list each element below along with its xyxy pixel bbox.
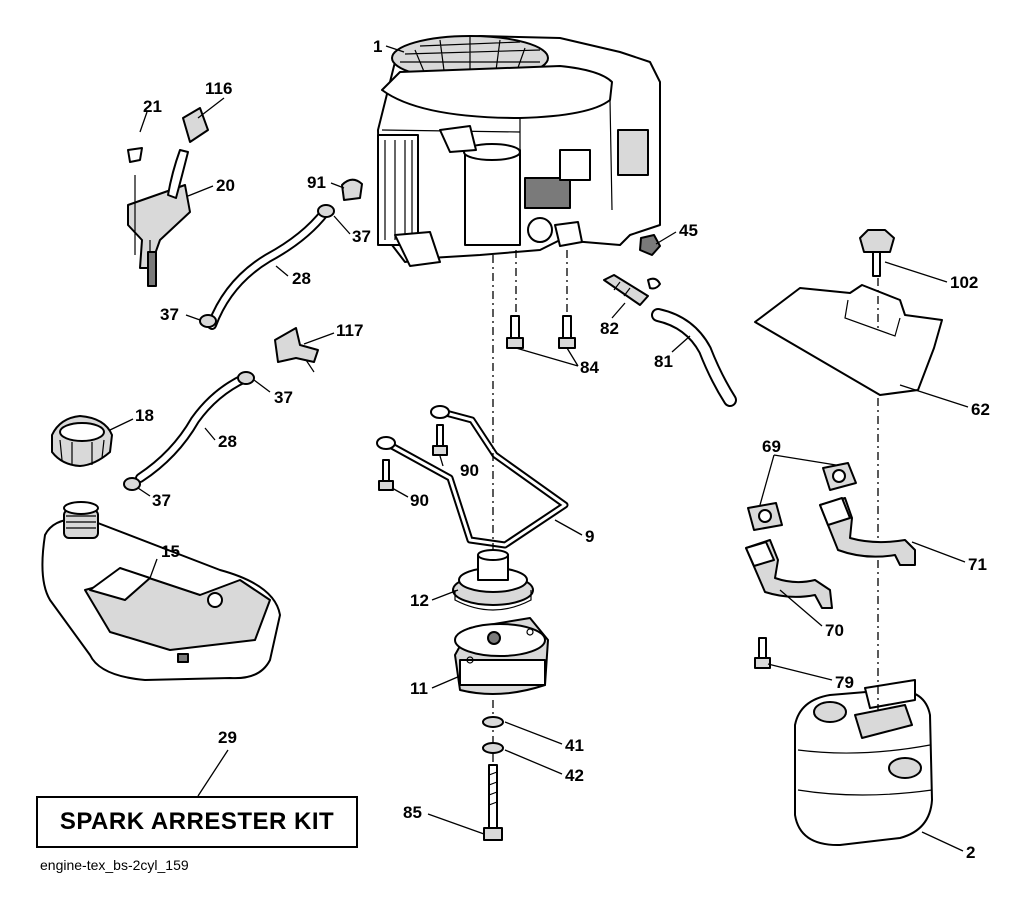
callout-116: 116 [205, 79, 232, 98]
fuel-cap[interactable] [51, 415, 113, 467]
callout-11: 11 [410, 679, 428, 698]
callout-85: 85 [403, 803, 422, 822]
callout-117: 117 [336, 321, 363, 340]
hose-clamp[interactable] [237, 371, 255, 385]
callout-9: 9 [585, 527, 594, 546]
callout-29: 29 [218, 728, 237, 747]
callout-69: 69 [762, 437, 781, 456]
callout-42: 42 [565, 766, 584, 785]
fuel-hose-lower[interactable] [135, 373, 250, 483]
mounting-bolt[interactable] [506, 315, 524, 349]
washer[interactable] [482, 742, 504, 754]
spark-arrester-kit-label: SPARK ARRESTER KIT [59, 808, 335, 835]
callout-82: 82 [600, 319, 619, 338]
electric-clutch[interactable] [454, 617, 549, 695]
callout-90-upper: 90 [460, 461, 479, 480]
callout-15: 15 [161, 542, 180, 561]
exhaust-pipe-left[interactable] [745, 539, 833, 609]
fuel-shutoff-valve[interactable] [274, 327, 319, 373]
callout-21: 21 [143, 97, 162, 116]
throttle-control[interactable] [127, 107, 209, 287]
fuel-fitting[interactable] [341, 178, 363, 201]
callout-labels: 1 116 21 20 91 37 28 37 117 37 18 28 37 … [135, 37, 990, 862]
callout-90-lower: 90 [410, 491, 429, 510]
callout-28-lower: 28 [218, 432, 237, 451]
fuel-hose-upper[interactable] [207, 207, 330, 330]
leader-lines [109, 45, 969, 852]
callout-37-left: 37 [160, 305, 179, 324]
hose-clamp[interactable] [199, 314, 217, 328]
fuel-tank[interactable] [41, 501, 281, 681]
callout-41: 41 [565, 736, 584, 755]
nut[interactable] [639, 234, 661, 256]
callout-79: 79 [835, 673, 854, 692]
callout-62: 62 [971, 400, 990, 419]
exhaust-pipe-right[interactable] [819, 497, 916, 566]
fuel-filter[interactable] [603, 274, 661, 306]
callout-1: 1 [373, 37, 382, 56]
callout-28-upper: 28 [292, 269, 311, 288]
callout-71: 71 [968, 555, 987, 574]
hose-clamp[interactable] [317, 204, 335, 218]
callout-45: 45 [679, 221, 698, 240]
callout-20: 20 [216, 176, 235, 195]
callout-18: 18 [135, 406, 154, 425]
hose-clamp[interactable] [123, 477, 141, 491]
callout-81: 81 [654, 352, 673, 371]
spark-arrester-kit-box[interactable]: SPARK ARRESTER KIT [36, 796, 358, 848]
muffler[interactable] [794, 679, 933, 847]
exhaust-gasket[interactable] [747, 502, 783, 531]
outlet-hose[interactable] [651, 308, 737, 407]
heat-shield-knob[interactable] [859, 229, 895, 277]
exhaust-bolt[interactable] [754, 637, 771, 669]
callout-91: 91 [307, 173, 326, 192]
callout-37-upper: 37 [352, 227, 371, 246]
callout-84: 84 [580, 358, 599, 377]
exhaust-gasket[interactable] [822, 462, 857, 491]
pulley[interactable] [452, 549, 534, 611]
callout-12: 12 [410, 591, 429, 610]
mounting-bolt[interactable] [558, 315, 576, 349]
callout-102: 102 [950, 273, 978, 292]
bracket-bolt[interactable] [378, 459, 394, 491]
engine[interactable] [377, 35, 661, 267]
washer[interactable] [482, 716, 504, 728]
bracket[interactable] [376, 405, 569, 549]
bracket-bolt[interactable] [432, 424, 448, 456]
clutch-bolt[interactable] [483, 764, 503, 841]
heat-shield[interactable] [754, 284, 943, 396]
callout-70: 70 [825, 621, 844, 640]
callout-2: 2 [966, 843, 975, 862]
callout-37-lower: 37 [152, 491, 171, 510]
diagram-id: engine-tex_bs-2cyl_159 [40, 857, 189, 873]
callout-37-mid: 37 [274, 388, 293, 407]
